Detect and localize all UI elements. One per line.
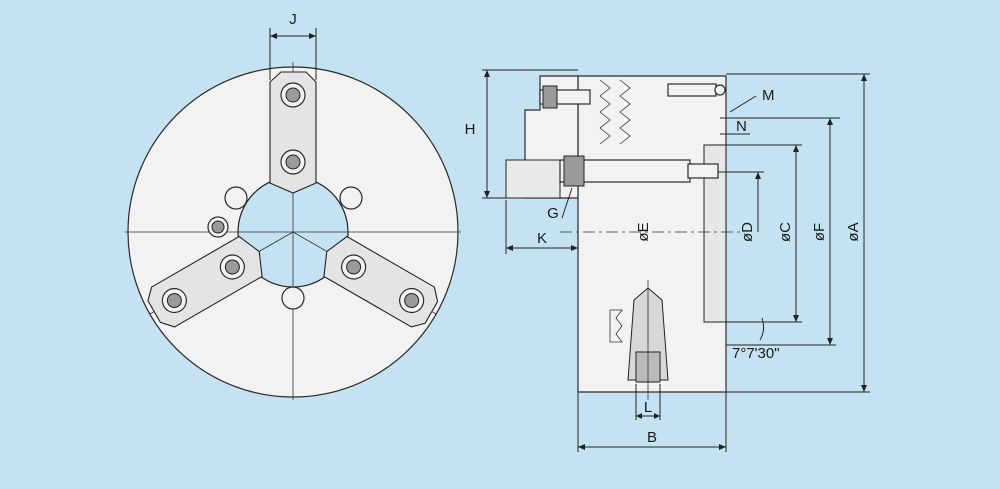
label-C: øC (777, 222, 794, 242)
label-H: H (465, 121, 476, 138)
mount-hole-bottom (281, 286, 305, 310)
label-F: øF (811, 223, 828, 241)
label-J: J (289, 11, 297, 28)
label-A: øA (845, 222, 862, 241)
label-N: N (736, 118, 747, 135)
label-M: M (762, 87, 775, 104)
jaw-lower-left (147, 235, 263, 328)
dim-D: øD (718, 171, 764, 242)
label-D: øD (739, 222, 756, 242)
dim-K: K (505, 200, 578, 254)
dim-L: L (635, 384, 661, 420)
jaw-top (269, 71, 317, 194)
label-L: L (644, 399, 652, 416)
key-socket-inner (211, 220, 225, 234)
dim-J: J (269, 11, 317, 80)
dim-F: øF (726, 118, 836, 346)
label-angle: 7°7'30" (732, 345, 780, 362)
mount-hole-left (224, 186, 248, 210)
label-B: B (647, 429, 657, 446)
front-view: J (125, 11, 461, 400)
jaw-lower-right (323, 235, 439, 328)
dim-A: øA (726, 73, 870, 393)
side-view: H G K øE M N øD (465, 69, 870, 452)
label-G: G (547, 205, 559, 222)
dim-B: B (577, 392, 727, 452)
dim-H: H (465, 69, 578, 199)
mount-hole-right (339, 186, 363, 210)
label-K: K (537, 230, 547, 247)
label-E: øE (635, 222, 652, 241)
